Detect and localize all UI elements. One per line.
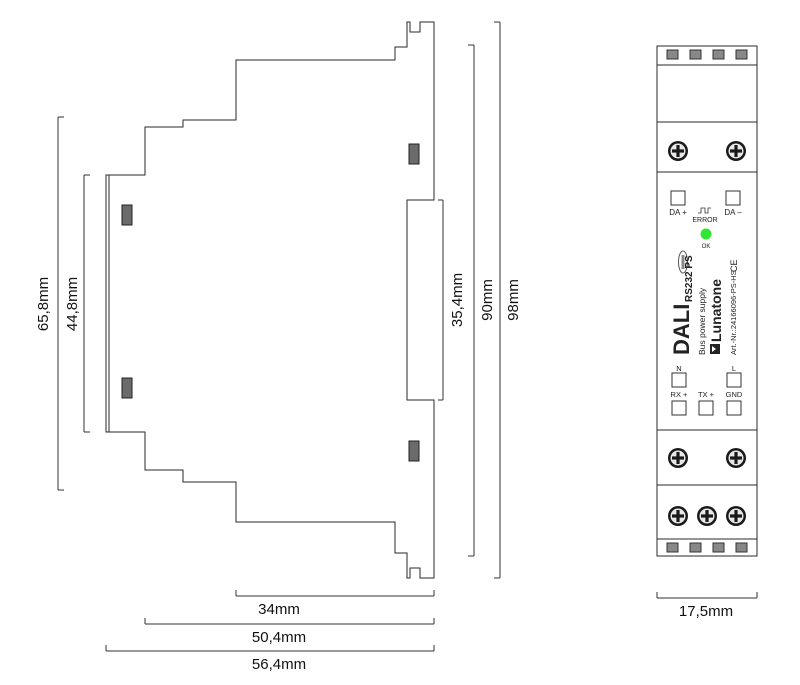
vent-top-2	[689, 49, 702, 60]
da-plus-terminal	[670, 190, 686, 206]
article-number: Art.-Nr.:24166096-PS-HS	[729, 270, 738, 355]
ce-mark: CE	[729, 259, 739, 272]
vent-bottom-1	[666, 542, 679, 553]
n-label: N	[676, 364, 681, 373]
dim-56-4-label: 56,4mm	[252, 656, 306, 673]
dim-35-4-label: 35,4mm	[449, 273, 466, 327]
dim-90-label: 90mm	[479, 279, 496, 321]
ok-label: OK	[702, 244, 711, 250]
dim-35-4: 35,4mm	[438, 199, 466, 401]
rail-clip-right-top	[408, 143, 420, 165]
vent-top-4	[735, 49, 748, 60]
vent-bottom-4	[735, 542, 748, 553]
tx-label: TX +	[698, 390, 715, 399]
rail-clip-right-bottom	[408, 440, 420, 462]
dim-17-5-label: 17,5mm	[679, 603, 733, 620]
rail-clip-left-top	[121, 204, 133, 226]
brand-dali: DALI	[669, 304, 694, 355]
front-view-body	[656, 45, 758, 557]
l-label: L	[732, 364, 736, 373]
l-terminal	[726, 372, 742, 388]
side-view	[105, 21, 435, 579]
dim-90: 90mm	[468, 44, 496, 557]
rail-clip-left-bottom	[121, 377, 133, 399]
side-view-outline	[105, 21, 435, 579]
screw-icon	[668, 506, 688, 526]
dim-65-8: 65,8mm	[35, 116, 64, 491]
n-terminal	[671, 372, 687, 388]
screw-icon	[726, 141, 746, 161]
dim-34-label: 34mm	[258, 601, 300, 618]
gnd-terminal	[726, 400, 742, 416]
screw-icon	[726, 448, 746, 468]
dali-logo-icon	[678, 250, 688, 274]
dim-44-8-label: 44,8mm	[64, 277, 81, 331]
ok-led	[700, 228, 712, 240]
pulse-icon	[698, 207, 711, 214]
model-label: RS232 PS	[684, 255, 695, 302]
gnd-label: GND	[726, 390, 743, 399]
vent-top-1	[666, 49, 679, 60]
dim-50-4-label: 50,4mm	[252, 629, 306, 646]
dim-50-4: 50,4mm	[144, 618, 435, 646]
dim-56-4: 56,4mm	[105, 645, 435, 673]
vent-top-3	[712, 49, 725, 60]
screw-icon	[726, 506, 746, 526]
vent-bottom-2	[689, 542, 702, 553]
screw-icon	[697, 506, 717, 526]
rx-terminal	[671, 400, 687, 416]
dim-44-8: 44,8mm	[64, 174, 90, 433]
dim-34: 34mm	[235, 590, 435, 618]
da-minus-terminal	[725, 190, 741, 206]
lunatone-logo-icon	[710, 344, 720, 354]
rx-label: RX +	[671, 390, 689, 399]
da-plus-label: DA +	[669, 208, 687, 217]
dim-98-label: 98mm	[505, 279, 522, 321]
screw-icon	[668, 141, 688, 161]
brand-lunatone: Lunatone	[708, 279, 724, 342]
tx-terminal	[698, 400, 714, 416]
dim-65-8-label: 65,8mm	[35, 277, 52, 331]
front-view: DA + DA – ERROR OK DALI RS232 PS Bus pow…	[656, 45, 758, 557]
dim-98: 98mm	[494, 21, 522, 579]
da-minus-label: DA –	[724, 208, 742, 217]
vent-bottom-3	[712, 542, 725, 553]
dim-17-5: 17,5mm	[656, 592, 758, 620]
error-label: ERROR	[692, 217, 717, 224]
subtitle-label: Bus power supply	[697, 287, 707, 355]
screw-icon	[668, 448, 688, 468]
